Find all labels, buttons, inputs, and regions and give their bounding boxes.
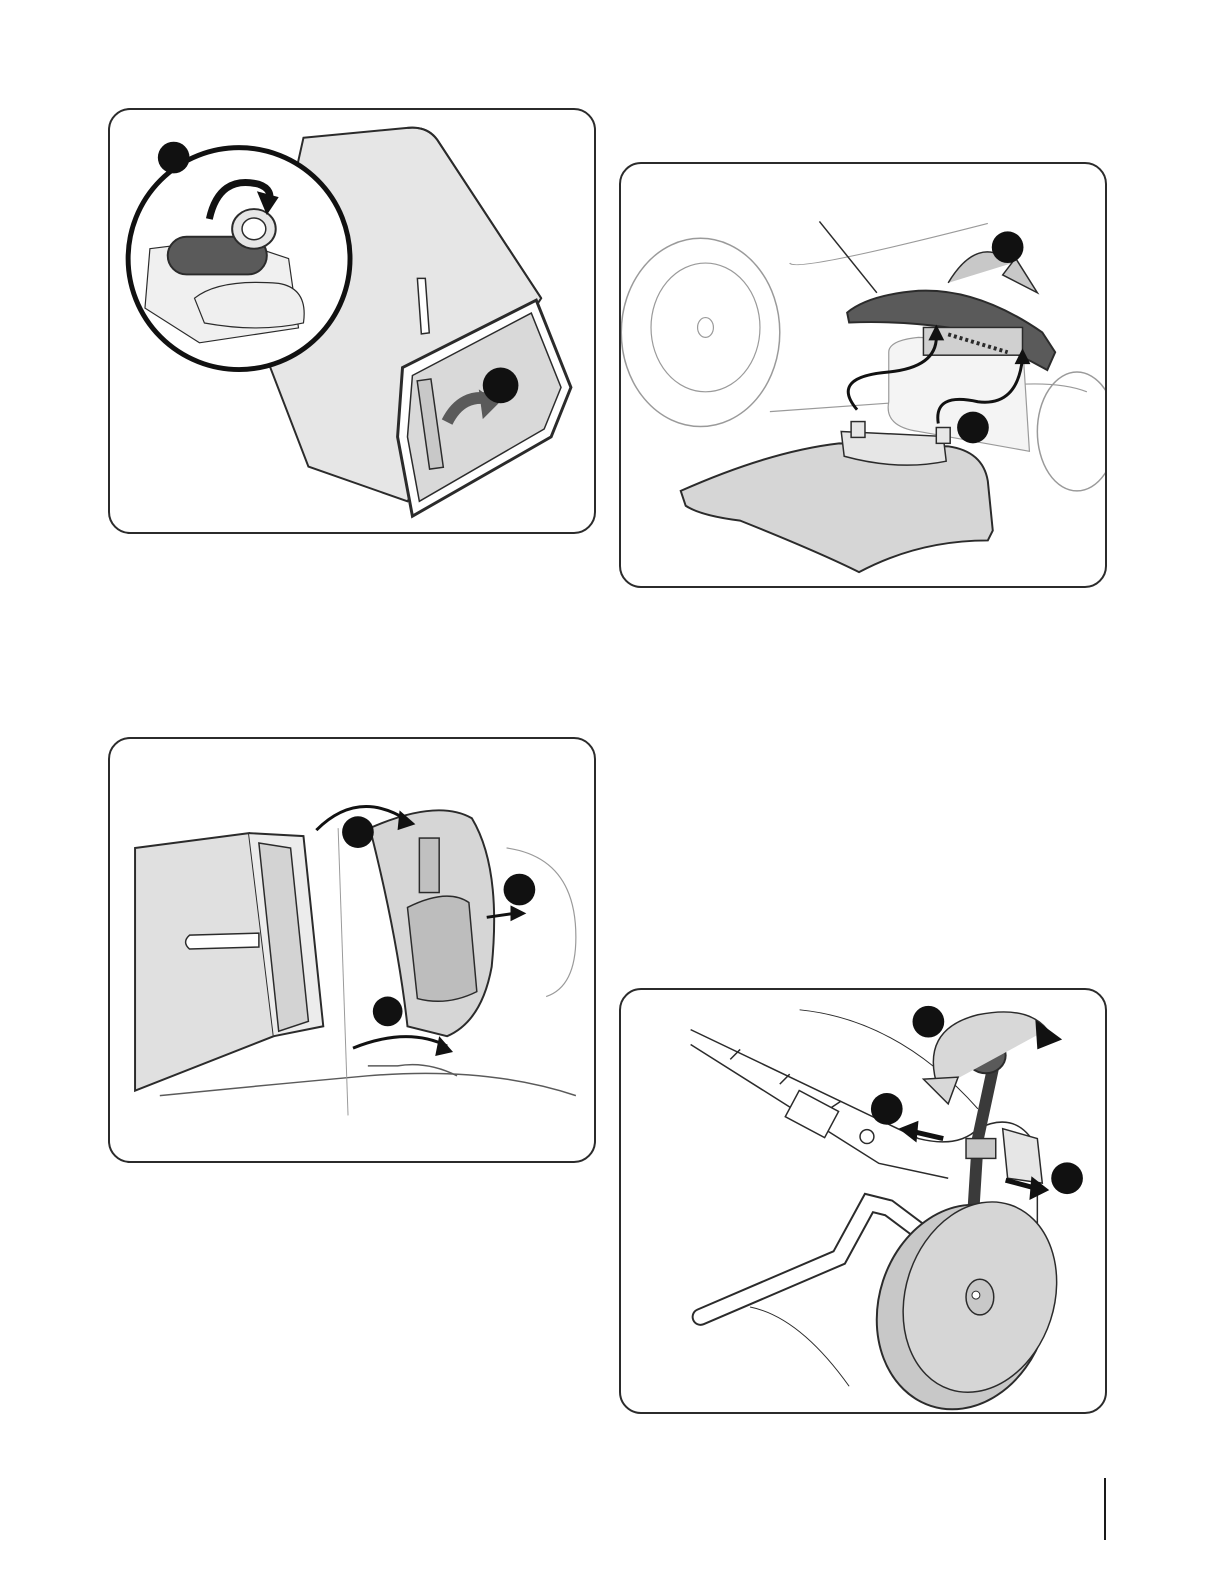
callout-marker-1 <box>913 1006 945 1038</box>
callout-marker-1 <box>158 142 190 174</box>
illustration-discharge-chute <box>619 162 1107 588</box>
bag-mount-drawing <box>110 739 594 1161</box>
illustration-bag-frame <box>108 108 596 534</box>
callout-marker-2 <box>504 874 536 906</box>
callout-marker-1 <box>342 816 374 848</box>
illustration-bag-mount <box>108 737 596 1163</box>
illustration-height-adjust <box>619 988 1107 1414</box>
callout-marker-2 <box>483 368 519 404</box>
bag-frame-drawing <box>110 110 594 532</box>
callout-marker-2 <box>957 412 989 444</box>
height-adjust-drawing <box>621 990 1105 1412</box>
callout-marker-1b <box>373 997 403 1027</box>
callout-marker-1 <box>992 231 1024 263</box>
page-edge-rule <box>1104 1478 1106 1540</box>
callout-marker-2 <box>871 1093 903 1125</box>
callout-marker-3 <box>1051 1162 1083 1194</box>
discharge-chute-drawing <box>621 164 1105 586</box>
